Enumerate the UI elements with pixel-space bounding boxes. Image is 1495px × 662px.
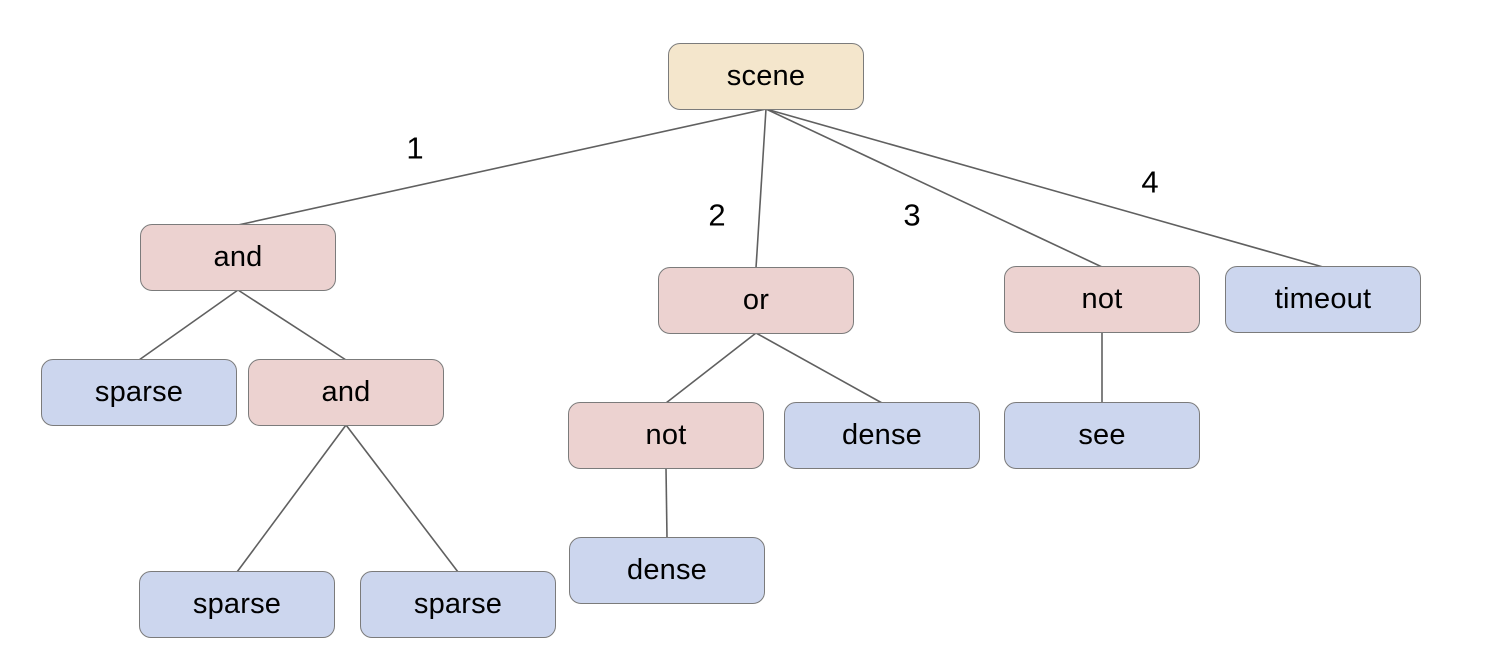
tree-node-label: dense bbox=[841, 419, 922, 451]
tree-edge-scene-or1 bbox=[755, 108, 767, 269]
tree-node-label: sparse bbox=[413, 588, 503, 620]
tree-edge-scene-timeout bbox=[765, 108, 1324, 268]
edge-label-1: 1 bbox=[406, 130, 424, 166]
tree-node-label: see bbox=[1078, 419, 1126, 451]
tree-node-label: and bbox=[213, 241, 263, 273]
tree-node-and2: and bbox=[248, 359, 444, 426]
tree-edge-and2-sparse3 bbox=[345, 424, 459, 573]
tree-node-label: or bbox=[742, 284, 770, 316]
tree-edge-and1-sparse1 bbox=[138, 289, 239, 361]
tree-node-not2: not bbox=[1004, 266, 1200, 333]
tree-node-and1: and bbox=[140, 224, 336, 291]
tree-edge-and1-and2 bbox=[237, 289, 347, 361]
tree-node-not1: not bbox=[568, 402, 764, 469]
tree-node-label: and bbox=[321, 376, 371, 408]
edge-label-4: 4 bbox=[1141, 164, 1159, 200]
edge-label-2: 2 bbox=[708, 197, 726, 233]
tree-node-label: sparse bbox=[94, 376, 184, 408]
tree-edge-and2-sparse2 bbox=[236, 424, 347, 573]
tree-node-sparse3: sparse bbox=[360, 571, 556, 638]
tree-node-scene: scene bbox=[668, 43, 864, 110]
tree-node-sparse1: sparse bbox=[41, 359, 237, 426]
tree-node-see: see bbox=[1004, 402, 1200, 469]
tree-node-label: sparse bbox=[192, 588, 282, 620]
tree-edge-not1-dense2 bbox=[665, 467, 668, 539]
tree-node-label: scene bbox=[726, 60, 806, 92]
tree-node-dense1: dense bbox=[784, 402, 980, 469]
tree-edge-or1-dense1 bbox=[755, 332, 883, 404]
tree-node-label: timeout bbox=[1274, 283, 1372, 315]
tree-edge-or1-not1 bbox=[665, 332, 757, 404]
tree-node-timeout: timeout bbox=[1225, 266, 1421, 333]
tree-edge-scene-not2 bbox=[765, 108, 1103, 268]
tree-node-label: dense bbox=[626, 554, 707, 586]
edge-label-3: 3 bbox=[903, 197, 921, 233]
tree-node-label: not bbox=[645, 419, 687, 451]
tree-node-label: not bbox=[1081, 283, 1123, 315]
tree-node-sparse2: sparse bbox=[139, 571, 335, 638]
tree-edge-scene-and1 bbox=[237, 108, 767, 226]
tree-node-dense2: dense bbox=[569, 537, 765, 604]
tree-node-or1: or bbox=[658, 267, 854, 334]
